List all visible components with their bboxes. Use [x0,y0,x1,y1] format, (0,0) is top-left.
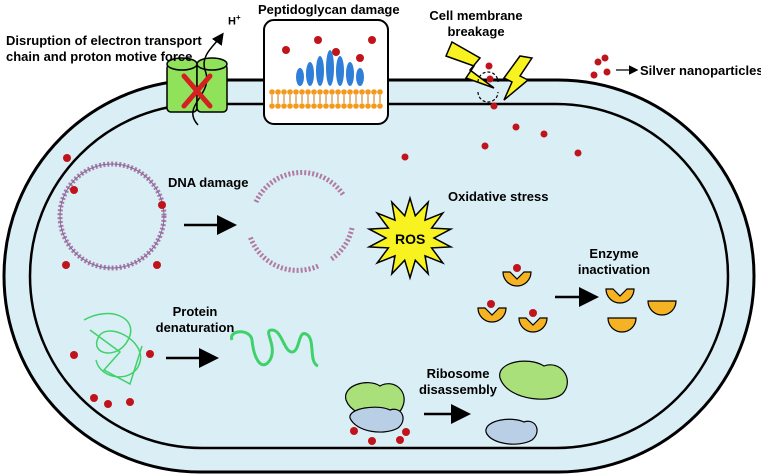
lipid-head [305,103,311,109]
peptidoglycan-label: Peptidoglycan damage [258,2,400,17]
etc-label-line2: chain and proton motive force [6,49,193,64]
lipid-head [335,103,341,109]
ribosome-label-line1: Ribosome [426,366,490,381]
ros-star-icon [366,195,454,281]
etc-label: Disruption of electron transport chain a… [6,33,202,65]
bolt-icon [444,40,534,103]
lipid-head [293,103,299,109]
peptidoglycan-inset [263,19,389,125]
enzyme-label-line1: Enzyme [589,246,639,261]
lipid-head [311,89,317,95]
lipid-head [371,103,377,109]
lipid-head [341,103,347,109]
membrane-label-line2: breakage [447,24,505,39]
lipid-head [269,89,275,95]
legend-label: Silver nanoparticles [640,63,761,78]
etc-label-line1: Disruption of electron transport [6,33,202,48]
lipid-head [353,89,359,95]
dna-ring-icon [57,154,167,271]
denatured-protein-icon [230,328,319,368]
ribosome-label: Ribosome disassembly [412,366,504,398]
lipid-head [323,103,329,109]
lipid-head [335,89,341,95]
lipid-head [281,103,287,109]
lipid-head [287,103,293,109]
peptidoglycan-strand [346,62,354,86]
enzyme-label: Enzyme inactivation [566,246,662,278]
protein-label: Protein denaturation [150,304,240,336]
lipid-head [365,103,371,109]
peptidoglycan-strand [306,62,314,86]
lipid-head [341,89,347,95]
ribosome-label-line2: disassembly [418,382,498,397]
lipid-head [293,89,299,95]
ribosome-icon [345,360,568,445]
lipid-head [269,103,275,109]
lipid-head [359,103,365,109]
membrane-label-line1: Cell membrane [429,8,523,23]
lipid-head [323,89,329,95]
lipid-head [287,89,293,95]
lipid-head [347,89,353,95]
nanoparticles-scatter [401,62,582,161]
lipid-head [329,103,335,109]
enzyme-icon [477,264,677,333]
lipid-head [353,103,359,109]
protein-label-line1: Protein [172,304,218,319]
transporter-icon [166,32,228,126]
enzyme-label-line2: inactivation [577,262,651,277]
lipid-head [275,103,281,109]
peptidoglycan-strand [296,68,304,86]
lipid-head [305,89,311,95]
legend [590,54,639,79]
lipid-head [377,103,383,109]
lipid-head [299,89,305,95]
lipid-head [371,89,377,95]
proton-symbol: H [228,15,236,28]
oxidative-label: Oxidative stress [448,189,549,204]
lipid-head [317,103,323,109]
proton-charge: + [235,13,241,22]
lipid-head [275,89,281,95]
peptidoglycan-strand [356,68,364,86]
lipid-head [377,89,383,95]
lipid-head [281,89,287,95]
protein-label-line2: denaturation [155,320,235,335]
lipid-head [317,89,323,95]
ros-label: ROS [395,231,426,247]
nanoparticle-icon [594,58,602,66]
dna-label: DNA damage [168,175,249,190]
lipid-head [365,89,371,95]
protein-icon [70,312,154,408]
proton-label: H+ [228,10,241,30]
membrane-label: Cell membrane breakage [426,8,526,40]
lipid-head [359,89,365,95]
lipid-head [311,103,317,109]
peptidoglycan-strand [316,56,324,86]
dna-broken-icon [247,170,355,273]
peptidoglycan-strand [326,50,334,86]
lipid-head [329,89,335,95]
lipid-head [299,103,305,109]
peptidoglycan-strand [336,56,344,86]
lipid-head [347,103,353,109]
